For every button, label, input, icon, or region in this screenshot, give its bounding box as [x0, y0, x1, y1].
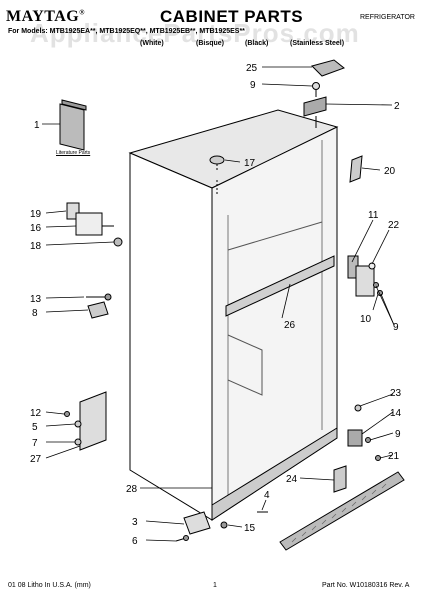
callout-13: 13 [30, 294, 42, 305]
cabinet-base [211, 427, 338, 521]
callout-26: 26 [284, 320, 296, 331]
callout-3: 3 [132, 517, 138, 528]
bracket-8 [87, 301, 109, 319]
base-grille-slots [291, 483, 387, 543]
liner-step [227, 334, 263, 396]
screw-9-lower [365, 437, 371, 443]
clip-21 [375, 455, 381, 461]
screw-top [312, 82, 320, 97]
center-divider [225, 255, 335, 317]
center-hinge-plate [355, 265, 375, 297]
screw-15 [220, 521, 228, 529]
screw-13-head [104, 293, 112, 301]
color-stainless: (Stainless Steel) [290, 40, 345, 47]
footer-part-number: Part No. W10180316 Rev. A [322, 582, 410, 589]
callout-9-top: 9 [250, 80, 256, 91]
callout-18: 18 [30, 241, 42, 252]
callout-1: 1 [34, 120, 40, 131]
top-hinge [303, 96, 327, 117]
callout-2: 2 [394, 101, 400, 112]
callout-19: 19 [30, 209, 42, 220]
color-white: (White) [140, 40, 164, 47]
literature-spine [61, 99, 87, 111]
leader-lines [42, 66, 395, 542]
bottom-hinge [347, 429, 363, 447]
color-bisque: (Bisque) [196, 40, 224, 47]
callout-24: 24 [286, 474, 298, 485]
literature-label: Literature Parts [56, 150, 91, 156]
brand-name: MAYTAG [6, 8, 80, 25]
leveling-leg [183, 511, 211, 535]
cabinet-front-face [129, 152, 213, 521]
callout-23: 23 [390, 388, 402, 399]
brand-logo: MAYTAG® [6, 8, 85, 26]
screw-6-head [183, 535, 189, 541]
callout-8: 8 [32, 308, 38, 319]
plug-button [209, 155, 225, 165]
model-list: For Models: MTB1925EA**, MTB1925EQ**, MT… [8, 28, 245, 35]
callout-9-bottom: 9 [395, 429, 401, 440]
hinge-washer [368, 262, 376, 270]
page-title: CABINET PARTS [160, 7, 304, 26]
callout-25: 25 [246, 63, 258, 74]
callout-17: 17 [244, 158, 256, 169]
watermark: AppliancePartsPros.com [30, 18, 360, 48]
spacer-7 [74, 438, 82, 446]
base-grille [279, 471, 405, 551]
handle-insert [349, 155, 363, 183]
divider-top-line [227, 221, 323, 251]
screw-12 [64, 411, 70, 417]
leveling-bracket [333, 465, 347, 493]
callout-10: 10 [360, 314, 372, 325]
callout-12: 12 [30, 408, 42, 419]
callout-11: 11 [368, 210, 379, 221]
callout-16: 16 [30, 223, 42, 234]
callout-20: 20 [384, 166, 396, 177]
cap-23 [354, 404, 362, 412]
callout-27: 27 [30, 454, 42, 465]
color-black: (Black) [245, 40, 269, 47]
callout-4: 4 [264, 490, 270, 501]
footer-litho: 01 08 Litho In U.S.A. (mm) [8, 582, 91, 589]
washer-5 [74, 420, 82, 428]
appliance-type: REFRIGERATOR [360, 14, 415, 21]
footer-page-number: 1 [213, 582, 217, 589]
callout-22: 22 [388, 220, 400, 231]
callout-5: 5 [32, 422, 38, 433]
cabinet-left-side [211, 126, 338, 521]
literature-booklet [59, 103, 85, 151]
callout-7: 7 [32, 438, 38, 449]
hinge-bracket [75, 212, 103, 236]
hinge-screw-1 [373, 282, 379, 288]
brand-mark: ® [79, 8, 85, 17]
hinge-cover [311, 59, 346, 77]
bushing [113, 237, 123, 247]
callout-28: 28 [126, 484, 138, 495]
bottom-hinge-bracket [79, 391, 107, 451]
callout-14: 14 [390, 408, 402, 419]
callout-15: 15 [244, 523, 256, 534]
callout-21: 21 [388, 451, 400, 462]
callout-9-middle: 9 [393, 322, 399, 333]
callout-6: 6 [132, 536, 138, 547]
